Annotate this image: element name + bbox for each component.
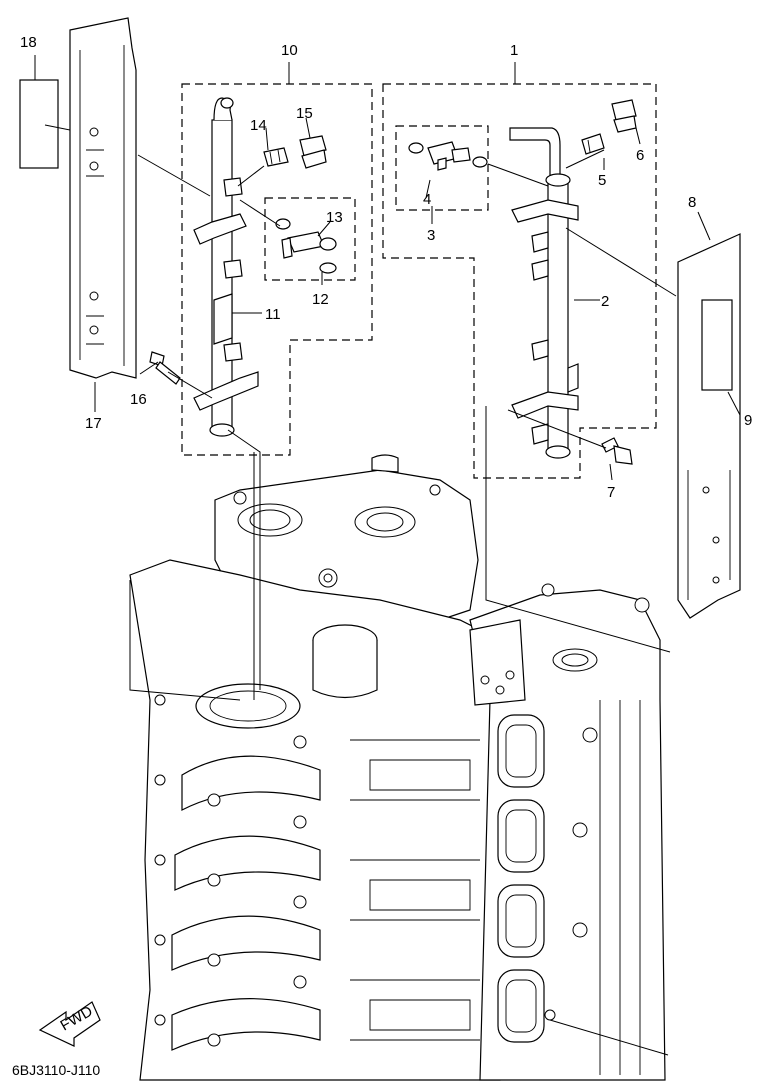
callout-14: 14 [250,117,267,134]
cover-8 [677,233,741,619]
bolt-7 [601,437,633,465]
callout-2: 2 [601,293,609,310]
callout-6: 6 [636,147,644,164]
callout-12: 12 [312,291,329,308]
callout-1: 1 [510,42,518,59]
callout-3: 3 [427,227,435,244]
callout-9: 9 [744,412,752,429]
label-18 [19,79,59,169]
leader-lines [34,55,741,1056]
bolt-16 [149,351,181,385]
callout-11: 11 [265,306,281,323]
injector-4 [408,141,488,171]
clip-5 [581,133,605,155]
diagram-code: 6BJ3110-J110 [12,1062,100,1078]
cover-17 [69,17,137,379]
callout-15: 15 [296,105,313,122]
callout-7: 7 [607,484,615,501]
callout-8: 8 [688,194,696,211]
clip-6 [611,99,637,133]
group-1-dashed-frame [382,83,657,479]
callout-18: 18 [20,34,37,51]
callout-labels: 10 1 18 14 15 13 12 11 16 17 4 3 5 6 2 8… [20,34,752,501]
clip-15 [299,135,327,169]
group-10-dashed-frame [181,83,373,456]
callout-10: 10 [281,42,298,59]
fuel-rail-right [509,127,579,459]
clip-14 [263,147,289,167]
cylinder-block [129,454,666,1081]
callout-5: 5 [598,172,606,189]
callout-4: 4 [423,191,431,208]
callout-16: 16 [130,391,147,408]
injector-13 [275,218,337,274]
callout-17: 17 [85,415,102,432]
callout-13: 13 [326,209,343,226]
fuel-rail-left [193,97,259,437]
fwd-arrow-icon: FWD [38,1001,101,1047]
